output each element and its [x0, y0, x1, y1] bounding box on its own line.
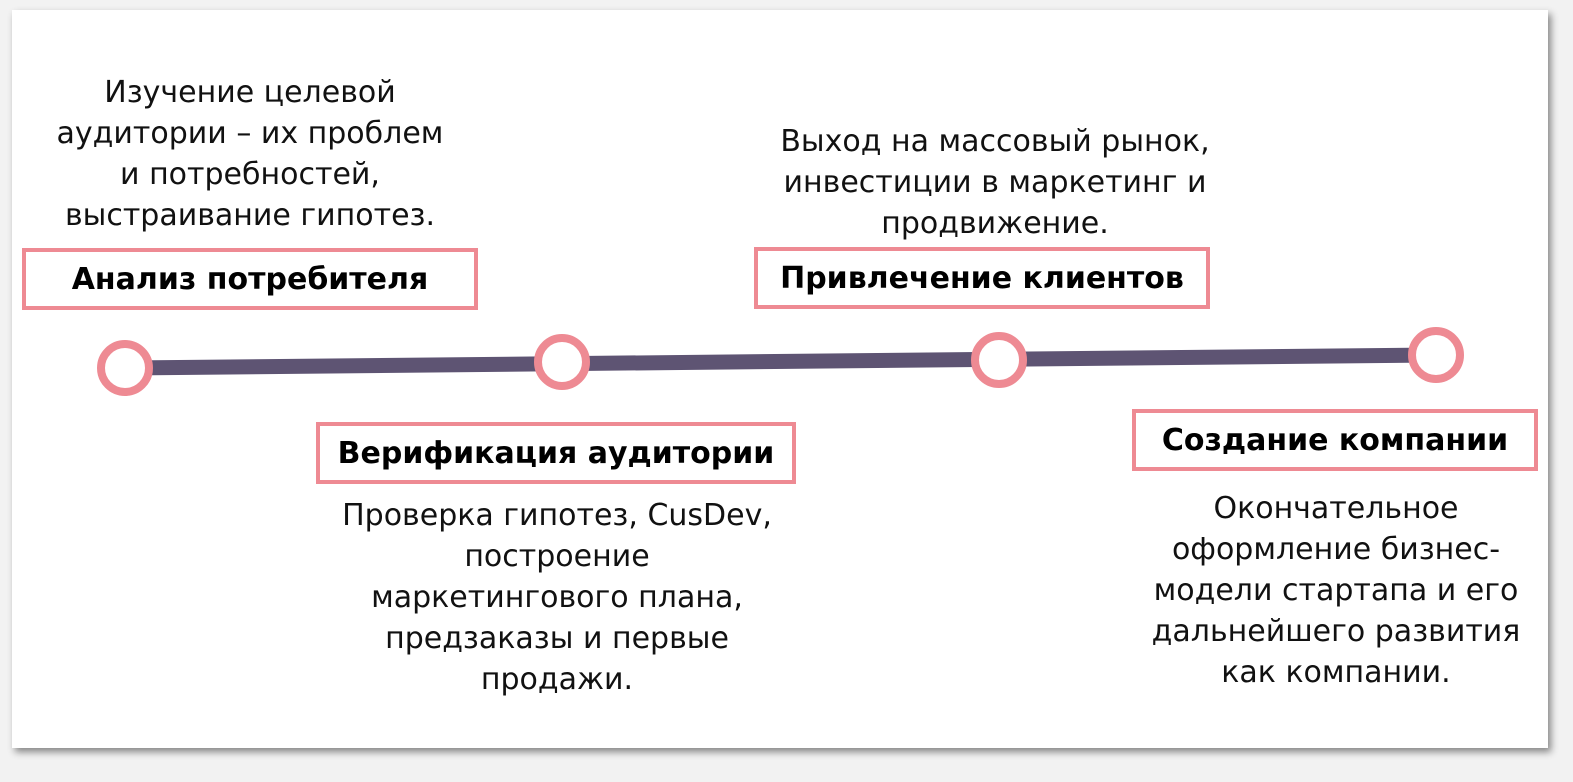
- stage-3-title: Привлечение клиентов: [754, 247, 1210, 309]
- stage-4-description: Окончательное оформление бизнес- модели …: [1151, 491, 1521, 690]
- stage-1-title: Анализ потребителя: [22, 248, 478, 310]
- timeline-node-2: [534, 334, 590, 390]
- timeline-card: Изучение целевой аудитории – их проблем …: [12, 10, 1548, 748]
- stage-4-title: Создание компании: [1132, 409, 1538, 471]
- stage-2-title: Верификация аудитории: [316, 422, 796, 484]
- stage-2-description: Проверка гипотез, CusDev, построение мар…: [342, 498, 772, 697]
- stage-1-description: Изучение целевой аудитории – их проблем …: [56, 75, 444, 233]
- stage-3-description: Выход на массовый рынок, инвестиции в ма…: [780, 124, 1210, 241]
- timeline-node-3: [971, 332, 1027, 388]
- timeline-line: [124, 347, 1437, 376]
- timeline-node-1: [97, 340, 153, 396]
- timeline-node-4: [1408, 327, 1464, 383]
- timeline: [97, 327, 1464, 396]
